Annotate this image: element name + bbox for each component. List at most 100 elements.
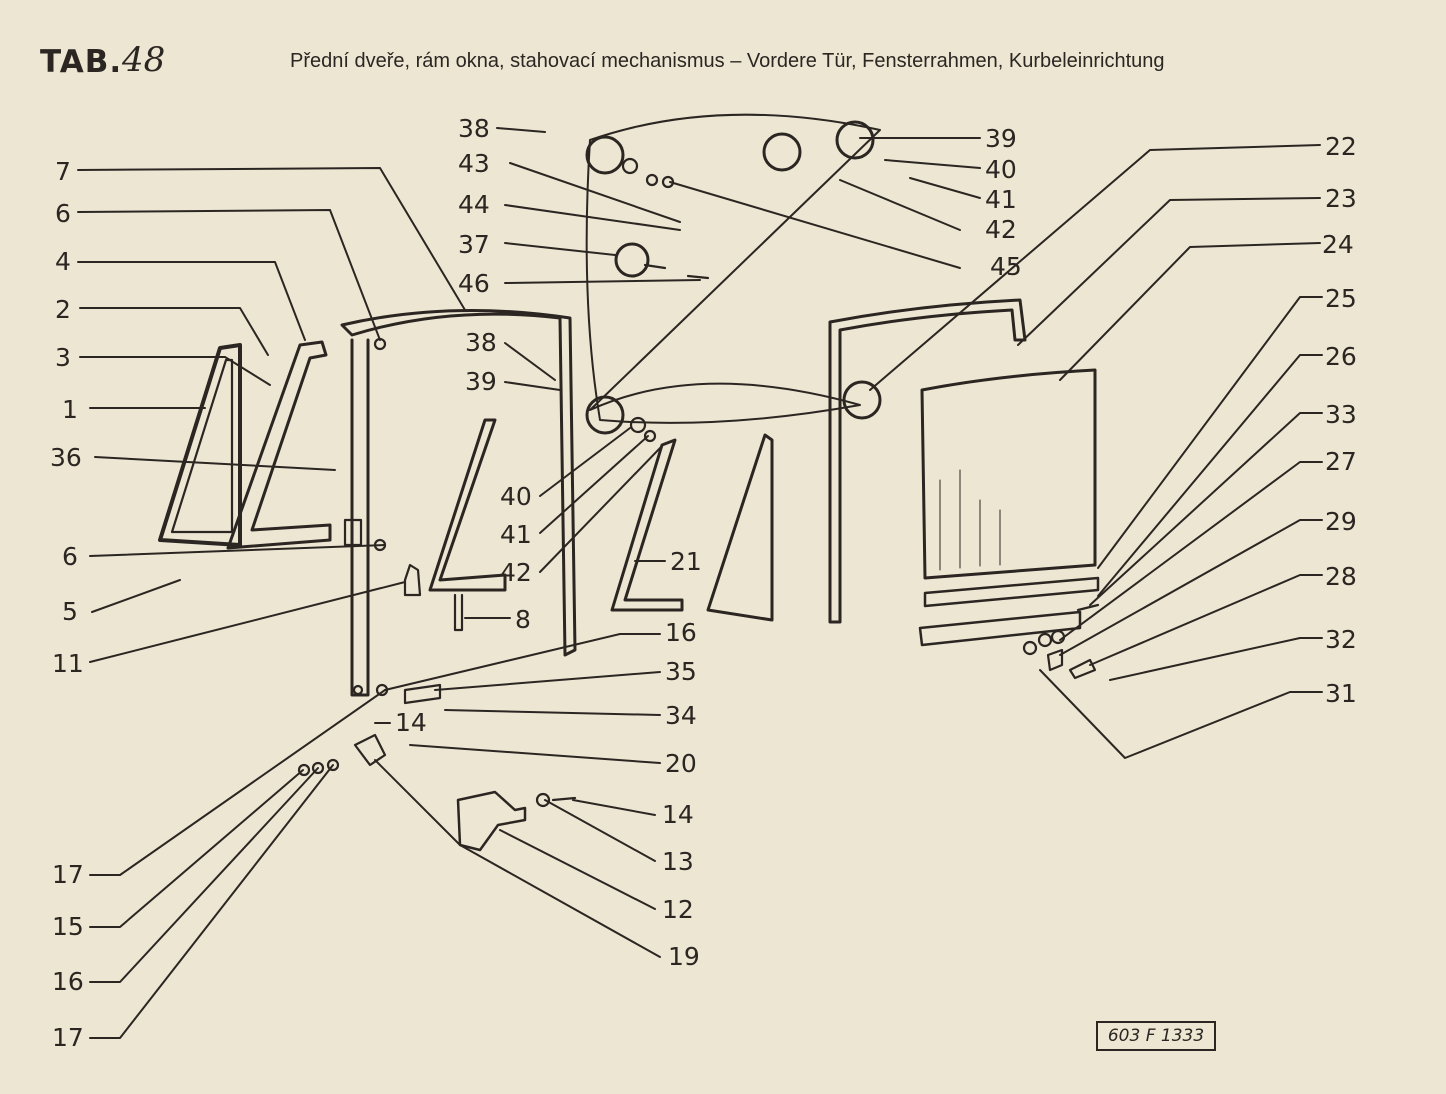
callout-leader-14 [572,799,656,816]
window-frame-22 [828,298,1027,624]
callout-label-13: 13 [662,847,694,876]
callout-label-34: 34 [665,701,697,730]
callout-leader-43 [509,162,681,223]
callout-leader-45 [669,181,961,269]
callout-label-27: 27 [1325,447,1357,476]
callout-label-6: 6 [62,542,78,571]
callout-leader-42 [839,179,961,231]
callout-leader-28 [1089,574,1323,666]
callout-leader-32 [1109,637,1323,681]
callout-leader-16 [89,767,319,983]
callout-label-43: 43 [458,149,490,178]
callout-label-41: 41 [500,520,532,549]
callout-leader-5 [91,579,181,613]
window-guide-channel [403,418,507,632]
callout-label-14: 14 [395,708,427,737]
callout-leader-44 [504,204,681,231]
callout-label-33: 33 [1325,400,1357,429]
callout-leader-31 [1039,669,1323,759]
callout-leader-19 [374,759,661,958]
callout-leader-35 [434,671,661,691]
callout-label-16: 16 [52,967,84,996]
vent-window-frame [158,343,242,547]
callout-leader-40 [884,159,981,169]
callout-label-28: 28 [1325,562,1357,591]
callout-label-17: 17 [52,1023,84,1052]
callout-label-36: 36 [50,443,82,472]
callout-label-4: 4 [55,247,71,276]
callout-label-40: 40 [500,482,532,511]
tab-label: TAB. [40,44,123,80]
callout-leader-33 [1089,412,1323,606]
callout-leader-36 [94,456,336,471]
callout-leader-17 [89,764,334,1039]
callout-leader-20 [409,744,661,764]
callout-leader-38 [496,127,546,133]
vent-seal [226,340,332,550]
callout-label-20: 20 [665,749,697,778]
callout-leader-41 [909,177,981,199]
tab-number: 48 [122,40,166,80]
rear-channel [610,438,684,612]
callout-label-1: 1 [62,395,78,424]
callout-label-14: 14 [662,800,694,829]
callout-leader-38 [504,342,556,381]
callout-label-22: 22 [1325,132,1357,161]
callout-label-38: 38 [465,328,497,357]
callout-leader-6 [89,544,386,557]
callout-label-24: 24 [1322,230,1354,259]
callout-leader-3 [79,356,271,386]
callout-leader-24 [1059,242,1321,381]
callout-label-45: 45 [990,252,1022,281]
glass-channel-strips [918,576,1100,647]
callout-leader-13 [544,799,656,862]
callout-label-40: 40 [985,155,1017,184]
callout-label-2: 2 [55,295,71,324]
callout-label-15: 15 [52,912,84,941]
callout-leader-7 [77,167,466,311]
callout-label-16: 16 [665,618,697,647]
callout-leader-15 [89,769,304,928]
callout-label-25: 25 [1325,284,1357,313]
callout-leader-41 [539,435,649,534]
callout-leader-2 [79,307,269,356]
callout-group: 3843443746394041424522232425263327292832… [50,114,1357,1052]
callout-leader-26 [1097,354,1323,597]
callout-label-46: 46 [458,269,490,298]
window-winder-drum [614,242,710,280]
callout-label-5: 5 [62,597,78,626]
callout-label-6: 6 [55,199,71,228]
callout-label-26: 26 [1325,342,1357,371]
callout-label-38: 38 [458,114,490,143]
callout-label-41: 41 [985,185,1017,214]
callout-label-42: 42 [985,215,1017,244]
callout-leader-4 [77,261,306,341]
callout-label-12: 12 [662,895,694,924]
callout-label-11: 11 [52,649,84,678]
callout-leader-12 [499,829,656,910]
callout-leader-23 [1017,197,1321,346]
regulator-cable [585,113,882,443]
callout-label-3: 3 [55,343,71,372]
quarter-glass [706,433,774,622]
callout-leader-17 [89,689,386,876]
hinge-assembly [297,683,577,852]
callout-label-31: 31 [1325,679,1357,708]
diagram-title: Přední dveře, rám okna, stahovací mechan… [290,50,1165,72]
callout-label-44: 44 [458,190,490,219]
callout-leader-6 [77,209,381,341]
callout-leader-11 [89,581,406,663]
hardware-bits [1022,603,1100,680]
drawing-code: 603 F 1333 [1096,1021,1216,1051]
callout-leader-37 [504,242,616,256]
callout-leader-22 [869,144,1321,391]
callout-leader-46 [504,279,701,284]
callout-label-19: 19 [668,942,700,971]
callout-leader-40 [539,427,631,497]
callout-leader-25 [1097,296,1323,569]
callout-label-32: 32 [1325,625,1357,654]
callout-label-17: 17 [52,860,84,889]
callout-leader-34 [444,709,661,716]
